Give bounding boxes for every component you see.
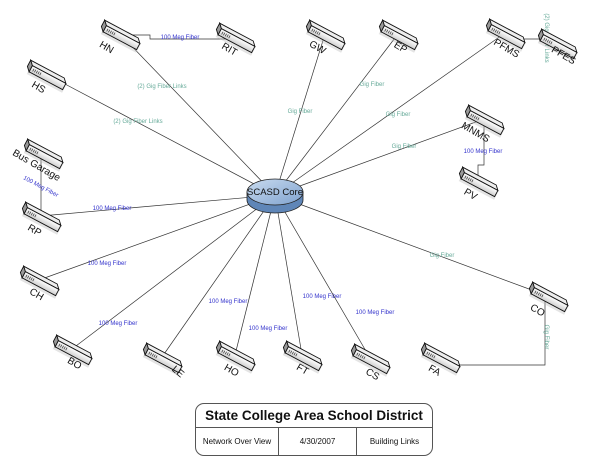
link-core-mnms [274, 118, 485, 196]
link-label: 100 Meg Fiber [161, 35, 200, 41]
link-label: 100 Meg Fiber [88, 261, 127, 267]
link-core-pfms [274, 32, 506, 196]
switch-icon [378, 19, 419, 53]
link-label: 100 Meg Fiber [99, 321, 138, 327]
node-label: CO [528, 302, 547, 319]
node-label: HN [97, 39, 115, 56]
switch-icon [420, 342, 461, 376]
switch-icon [458, 166, 499, 200]
node-ho[interactable]: HO [213, 340, 258, 379]
title-block-description: Network Over View [196, 428, 279, 455]
switch-icon [19, 265, 60, 299]
node-bo[interactable]: BO [50, 334, 95, 372]
link-mnms-pv [477, 120, 485, 182]
switch-icon [26, 59, 67, 93]
title-block-date: 4/30/2007 [279, 428, 357, 455]
switch-icon [215, 22, 256, 56]
link-core-gw [274, 33, 326, 196]
link-label: 100 Meg Fiber [93, 206, 132, 212]
link-label: 100 Meg Fiber [303, 294, 342, 300]
node-label: FA [426, 363, 442, 379]
switch-icon [528, 281, 569, 315]
link-label: Gig Fiber [392, 144, 417, 150]
node-fa[interactable]: FA [418, 342, 463, 379]
switch-icon [23, 138, 64, 172]
core-cylinder-top [246, 178, 304, 206]
node-pfms[interactable]: PFMS [483, 18, 528, 61]
switch-icon [537, 28, 578, 62]
title-block-title: State College Area School District [196, 404, 432, 428]
link-label: 100 Meg Fiber [356, 310, 395, 316]
link-core-hn [119, 33, 276, 196]
link-label: Gig Fiber [543, 325, 549, 350]
node-hn[interactable]: HN [97, 19, 142, 56]
link-core-ft [274, 194, 303, 356]
node-hs[interactable]: HS [24, 59, 69, 96]
node-gw[interactable]: GW [303, 19, 348, 57]
link-core-ho [234, 194, 276, 356]
link-core-rp [40, 194, 276, 217]
link-label: Gig Fiber [288, 109, 313, 115]
title-block-subject: Building Links [369, 436, 420, 446]
link-core-hs [45, 73, 276, 196]
switch-icon [305, 19, 346, 53]
node-le[interactable]: LE [140, 342, 186, 380]
core-label: SCASD Core [247, 187, 303, 198]
link-label: 100 Meg Fiber [464, 149, 503, 155]
node-label: FT [294, 362, 310, 378]
link-label: (2) Gig Fiber Links [113, 119, 162, 125]
link-hn-rit [122, 34, 235, 40]
link-label: Gig Fiber [430, 253, 455, 259]
node-co[interactable]: CO [526, 281, 571, 319]
link-label: 100 Meg Fiber [209, 299, 248, 305]
switch-icon [142, 342, 183, 376]
node-ep[interactable]: EP [376, 19, 421, 56]
node-mnms[interactable]: MNMS [459, 104, 506, 145]
link-core-co [274, 194, 549, 297]
node-pfes[interactable]: PFES [535, 28, 580, 67]
link-core-ch [38, 194, 276, 281]
node-cs[interactable]: CS [348, 343, 393, 383]
switch-icon [100, 19, 141, 53]
node-ft[interactable]: FT [280, 340, 325, 378]
switch-icon [464, 104, 505, 138]
node-rp[interactable]: RP [19, 201, 64, 239]
link-core-cs [274, 194, 371, 359]
switch-icon [350, 343, 391, 377]
node-rit[interactable]: RIT [213, 22, 258, 59]
title-block: State College Area School District Netwo… [195, 403, 433, 456]
link-core-le [161, 194, 276, 358]
link-label: Gig Fiber [360, 82, 385, 88]
link-core-bo [71, 194, 276, 350]
switch-icon [52, 334, 93, 368]
switch-icon [282, 340, 323, 374]
link-core-ep [274, 33, 399, 196]
switch-icon [21, 201, 62, 235]
node-pv[interactable]: PV [456, 166, 501, 203]
link-label: (2) Gig Fiber Links [137, 84, 186, 90]
link-co-fa [442, 298, 546, 366]
switch-icon [215, 340, 256, 374]
node-ch[interactable]: CH [17, 265, 62, 303]
switch-icon [485, 18, 526, 52]
core-router[interactable]: SCASD Core [246, 178, 304, 214]
link-label: Gig Fiber [386, 112, 411, 118]
link-label: 100 Meg Fiber [249, 326, 288, 332]
node-bus[interactable]: Bus Garage [10, 138, 65, 184]
